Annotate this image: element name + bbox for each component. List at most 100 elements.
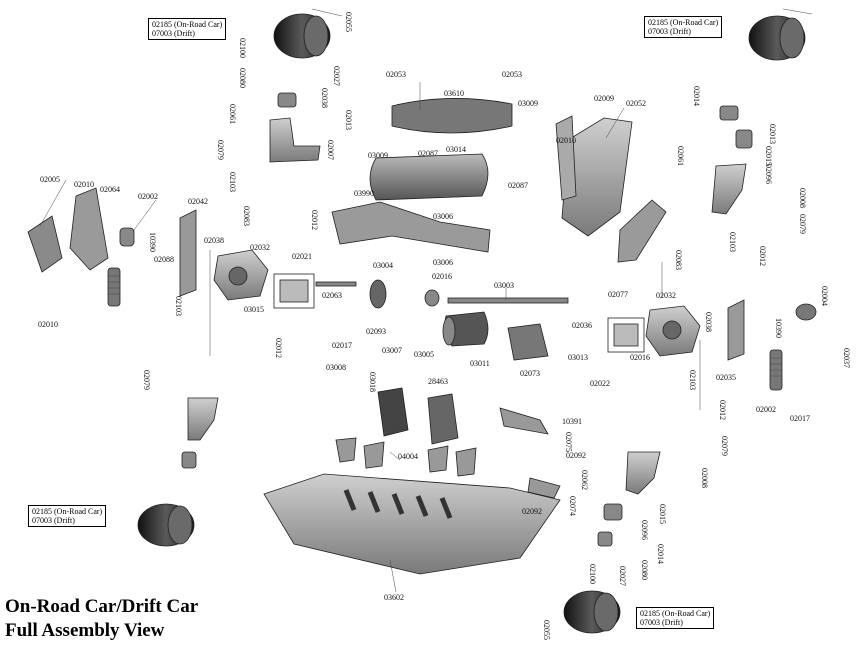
part-number: 02100 [588,564,597,584]
part-number: 02021 [292,252,312,261]
part-number: 02038 [204,236,224,245]
part-number: 02096 [764,164,773,184]
part-number: 02075 [564,432,573,452]
battery-pack [369,153,489,201]
part-number: 02013 [344,110,353,130]
part-number: 02004 [820,286,829,306]
part-number: 02092 [566,451,586,460]
rear-gearbox [645,305,701,357]
centre-shaft [315,281,569,304]
part-number: 02087 [508,181,528,190]
tire-callout-bottom-left: 02185 (On-Road Car) 07003 (Drift) [28,505,107,527]
part-number: 02103 [688,370,697,390]
part-number: 02093 [366,327,386,336]
servo [507,323,549,361]
shock-right [769,303,817,391]
part-number: 02014 [692,86,701,106]
part-number: 02010 [38,320,58,329]
front-bumper-right [555,115,667,263]
part-number: 02032 [656,291,676,300]
front-gearbox [213,249,269,301]
part-number: 10390 [148,232,157,252]
part-number: 04004 [398,452,418,461]
part-number: 02032 [250,243,270,252]
part-number: 02079 [798,214,807,234]
tire-top-left [273,13,331,59]
part-number: 02009 [594,94,614,103]
part-number: 02053 [386,70,406,79]
part-number: 02007 [326,140,335,160]
part-number: 03602 [384,593,404,602]
callout-line-drift: 07003 (Drift) [648,27,691,36]
part-number: 02063 [322,291,342,300]
part-number: 02061 [228,104,237,124]
tire-callout-top-left: 02185 (On-Road Car) 07003 (Drift) [148,18,227,40]
steering-linkage [499,407,561,499]
motor [442,311,489,347]
part-number: 03003 [494,281,514,290]
part-number: 02012 [758,246,767,266]
arm-lower-left [187,397,219,441]
part-number: 02012 [310,210,319,230]
part-number-labels: 02055 02100 02080 02027 02038 02013 0206… [38,12,851,640]
part-number: 02080 [640,560,649,580]
tire-bottom-left [137,503,195,547]
part-number: 02042 [188,197,208,206]
part-number: 03610 [444,89,464,98]
part-number: 02008 [798,188,807,208]
battery-strap [391,98,513,134]
diagram-title-line-2: Full Assembly View [5,620,165,641]
callout-line-drift: 07003 (Drift) [640,618,683,627]
part-number: 02015 [658,504,667,524]
part-number: 02077 [608,290,628,299]
part-number: 02027 [332,66,341,86]
part-number: 03004 [373,261,393,270]
part-number: 02073 [520,369,540,378]
part-number: 02010 [556,136,576,145]
part-number: 03009 [368,151,388,160]
part-number: 10391 [562,417,582,426]
part-number: 02013 [768,124,777,144]
tire-top-right [748,15,806,61]
part-number: 02103 [228,172,237,192]
part-number: 02035 [716,373,736,382]
part-number: 02053 [502,70,522,79]
part-number: 10390 [774,318,783,338]
part-number: 02005 [40,175,60,184]
body-posts [335,437,477,477]
part-number: 02016 [432,272,452,281]
part-number: 02055 [344,12,353,32]
arm-upper-right [711,163,747,215]
front-bumper-left [27,187,135,273]
part-number: 02083 [674,250,683,270]
part-number: 02103 [174,296,183,316]
part-number: 03011 [470,359,490,368]
callout-line-drift: 07003 (Drift) [152,29,195,38]
part-number: 02083 [242,206,251,226]
part-number: 02008 [700,468,709,488]
part-number: 02012 [274,338,283,358]
part-number: 02079 [216,140,225,160]
part-number: 02015 [764,146,773,166]
callout-line-on-road: 02185 (On-Road Car) [648,18,719,27]
tire-callout-bottom-right: 02185 (On-Road Car) 07003 (Drift) [636,607,715,629]
part-number: 02017 [790,414,810,423]
part-number: 02055 [542,620,551,640]
tire-callout-top-right: 02185 (On-Road Car) 07003 (Drift) [644,16,723,38]
part-number: 02010 [74,180,94,189]
part-number: 28463 [428,377,448,386]
esc [427,393,459,445]
arm-lower-right [625,451,661,495]
shock-left [107,267,121,307]
part-number: 03018 [368,372,377,392]
hub-parts [181,92,753,547]
receiver [377,387,409,437]
part-number: 02017 [332,341,352,350]
part-number: 02103 [728,232,737,252]
arm-upper-left [269,117,321,163]
part-number: 03008 [326,363,346,372]
part-number: 03013 [568,353,588,362]
part-number: 02096 [640,520,649,540]
part-number: 02088 [154,255,174,264]
